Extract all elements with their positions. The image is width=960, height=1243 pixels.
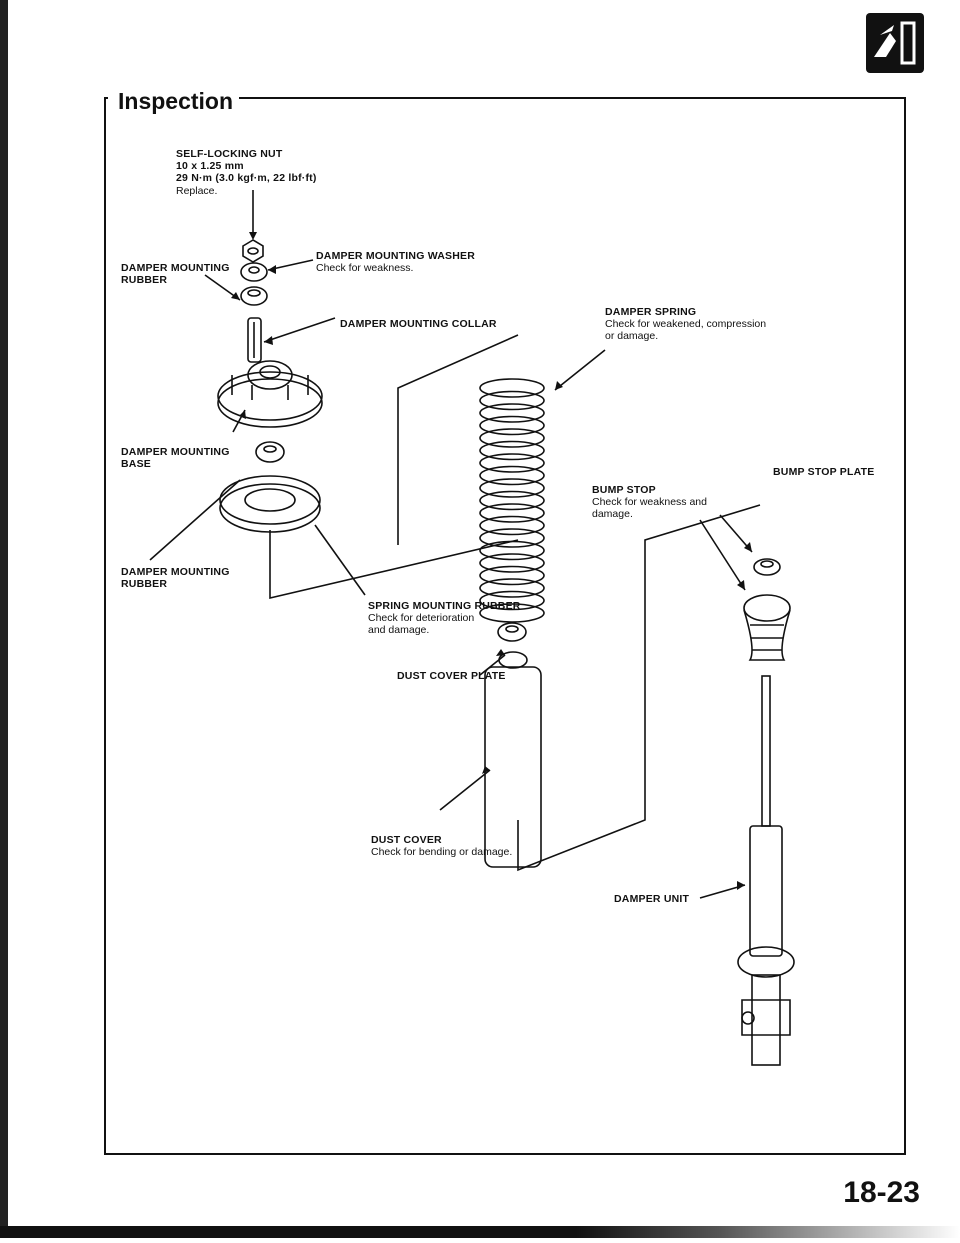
section-title: Inspection (108, 86, 240, 116)
diagram-frame (104, 97, 906, 1155)
footer-bar (0, 1226, 960, 1238)
spring-coil (479, 540, 545, 561)
mounting-collar-label: DAMPER MOUNTING COLLAR (340, 318, 497, 330)
spring-coil (479, 415, 545, 436)
spring-coil (479, 465, 545, 486)
spring-coil (479, 378, 545, 398)
mounting-washer-note: Check for weakness. (316, 262, 414, 274)
spring-mounting-rubber-note: Check for deterioration and damage. (368, 612, 475, 636)
spring-coil (479, 453, 545, 473)
mounting-washer-label: DAMPER MOUNTING WASHER (316, 250, 475, 262)
spring-coil (479, 553, 545, 573)
spring-coil (479, 440, 545, 461)
spring-coil (479, 490, 545, 511)
bump-stop-note: Check for weakness and damage. (592, 496, 707, 520)
dust-cover-note: Check for bending or damage. (371, 846, 513, 858)
spring-coil (479, 403, 545, 423)
spring-coil (479, 565, 545, 586)
spring-coil (479, 478, 545, 498)
spring-coil (479, 503, 545, 523)
damper-unit-label: DAMPER UNIT (614, 893, 690, 905)
spring-coil (479, 515, 545, 536)
bump-stop-label: BUMP STOP (592, 484, 656, 496)
spring-coil (479, 428, 545, 448)
bump-stop-plate-label: BUMP STOP PLATE (773, 466, 875, 478)
damper-spring-label: DAMPER SPRING (605, 306, 697, 318)
spring-coil (479, 590, 545, 611)
spring-coil (479, 390, 545, 411)
self-locking-nut-label: SELF-LOCKING NUT 10 x 1.25 mm 29 N·m (3.… (176, 148, 317, 184)
dust-cover-plate-label: DUST COVER PLATE (397, 670, 506, 682)
self-locking-nut-note: Replace. (176, 185, 218, 197)
spring-coil (479, 528, 545, 548)
mounting-base-label: DAMPER MOUNTING BASE (121, 446, 230, 470)
damper-spring-note: Check for weakened, compression or damag… (605, 318, 767, 342)
page-scan-edge (0, 0, 8, 1230)
suspension-emblem-icon (866, 13, 924, 73)
spring-coil (479, 578, 545, 598)
spring-mounting-rubber-label: SPRING MOUNTING RUBBER (368, 600, 521, 612)
lower-mounting-rubber-label: DAMPER MOUNTING RUBBER (121, 566, 230, 590)
upper-mounting-rubber-label: DAMPER MOUNTING RUBBER (121, 262, 230, 286)
dust-cover-label: DUST COVER (371, 834, 442, 846)
page-number: 18-23 (843, 1176, 920, 1209)
spring-coil (479, 603, 545, 623)
